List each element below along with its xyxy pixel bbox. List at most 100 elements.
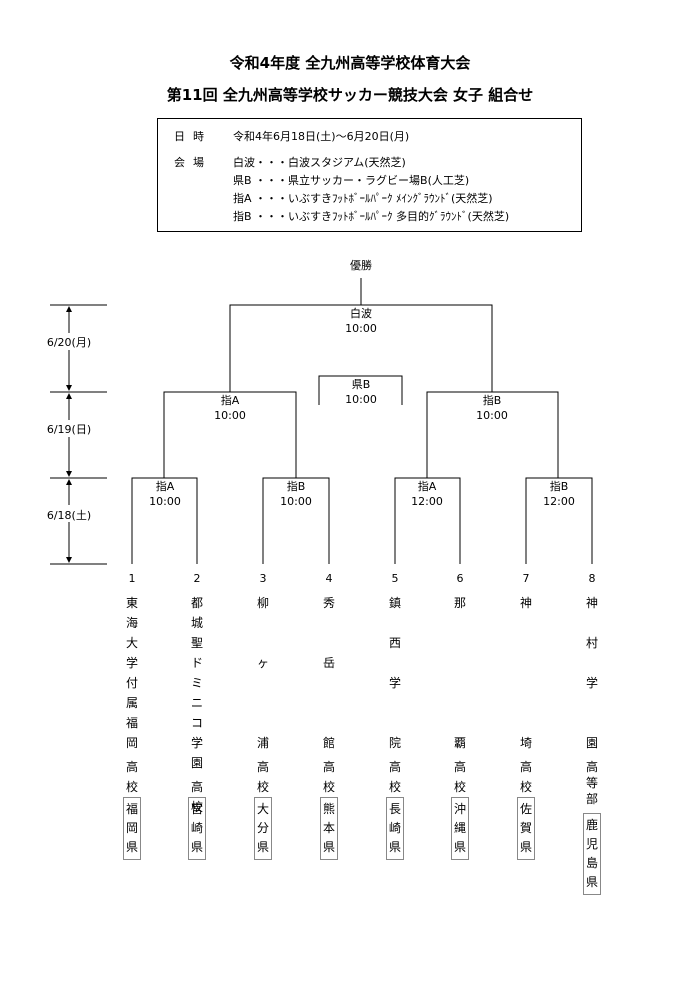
prefecture-box: 佐賀県 [517, 797, 535, 860]
team-name-char: 高 [585, 760, 598, 774]
date-value: 令和4年6月18日(土)～6月20日(月) [233, 130, 410, 143]
team-name-char: 高 [256, 760, 269, 774]
team-name-char: 学 [388, 676, 401, 690]
prefecture-char: 岡 [125, 821, 138, 835]
team-name-char: 属 [125, 696, 138, 710]
prefecture-box: 長崎県 [386, 797, 404, 860]
quarterfinal-bracket [131, 477, 198, 564]
team-name-char: 等 [585, 776, 598, 790]
team-name-char: ヶ [256, 656, 269, 670]
team-name-char: 覇 [453, 736, 466, 750]
venue-item: 県B ・・・県立サッカー・ラグビー場B(人工芝) [233, 174, 470, 187]
prefecture-char: 縄 [453, 821, 466, 835]
page-title: 令和4年度 全九州高等学校体育大会 [229, 54, 471, 72]
team-name-char: 校 [125, 780, 138, 794]
prefecture-char: 児 [585, 837, 598, 851]
date-label: 6/18(土) [47, 509, 91, 522]
arrowhead [66, 393, 72, 399]
team-name-char: 付 [125, 676, 138, 690]
team-name-char: 学 [190, 736, 203, 750]
prefecture-char: 熊 [322, 802, 335, 816]
team-name-char: 海 [125, 616, 138, 630]
arrowhead [66, 385, 72, 391]
team-name-char: 高 [322, 760, 335, 774]
team-name-char: 園 [190, 756, 203, 770]
team-name-char: ミ [190, 676, 203, 690]
quarterfinal-bracket [262, 477, 330, 564]
prefecture-char: 崎 [388, 821, 401, 835]
prefecture-box: 大分県 [254, 797, 272, 860]
team-number: 1 [129, 572, 136, 585]
team-name-char: 聖 [190, 636, 203, 650]
team-name-char: 高 [388, 760, 401, 774]
venue-item: 指B ・・・いぶすきﾌｯﾄﾎﾞｰﾙﾊﾟｰｸ 多目的ｸﾞﾗｳﾝﾄﾞ(天然芝) [233, 210, 510, 223]
venue-item: 白波・・・白波スタジアム(天然芝) [233, 156, 406, 169]
prefecture-box: 沖縄県 [451, 797, 469, 860]
team-name-char: 福 [125, 716, 138, 730]
prefecture-char: 福 [125, 802, 138, 816]
team-name-char: 院 [388, 736, 401, 750]
team-name-char: 高 [453, 760, 466, 774]
third-place-bracket [318, 375, 403, 405]
team-name-char: 校 [453, 780, 466, 794]
prefecture-char: 県 [256, 840, 269, 854]
prefecture-char: 県 [125, 840, 138, 854]
team-name-char: 都 [190, 596, 203, 610]
date-label: 6/20(月) [47, 336, 91, 349]
semifinal-time: 10:00 [476, 409, 508, 422]
team-name-char: 西 [388, 636, 401, 650]
team-name-char: 高 [519, 760, 532, 774]
team-name-char: 那 [453, 596, 466, 610]
team-name-char: 城 [190, 616, 203, 630]
team-name-char: 高 [190, 780, 203, 794]
quarterfinal-bracket [525, 477, 593, 564]
arrowhead [66, 557, 72, 563]
team-name-char: 岳 [322, 656, 335, 670]
team-name-char: ニ [190, 696, 203, 710]
prefecture-char: 長 [388, 802, 401, 816]
quarterfinal-time: 12:00 [543, 495, 575, 508]
venue-label: 会場 [174, 156, 212, 169]
quarterfinal-venue: 指A [418, 479, 437, 493]
team-name-char: 大 [125, 636, 138, 650]
prefecture-char: 賀 [519, 821, 532, 835]
team-name-char: 村 [585, 636, 598, 650]
arrowhead [66, 479, 72, 485]
team-name-char: 埼 [519, 736, 532, 750]
date-label: 6/19(日) [47, 423, 91, 436]
prefecture-char: 県 [190, 840, 203, 854]
team-name-char: 校 [190, 800, 203, 814]
prefecture-char: 本 [322, 821, 335, 835]
prefecture-char: 沖 [453, 802, 466, 816]
team-name-char: 館 [322, 736, 335, 750]
team-name-char: 秀 [322, 596, 335, 610]
team-name-char: 神 [519, 596, 532, 610]
prefecture-char: 宮 [190, 802, 203, 816]
quarterfinal-bracket [394, 477, 461, 564]
prefecture-box: 宮崎県 [188, 797, 206, 860]
team-name-char: 岡 [125, 736, 138, 750]
venue-item: 指A ・・・いぶすきﾌｯﾄﾎﾞｰﾙﾊﾟｰｸ ﾒｲﾝｸﾞﾗｳﾝﾄﾞ(天然芝) [233, 192, 493, 205]
final-time: 10:00 [345, 322, 377, 335]
third-place-time: 10:00 [345, 393, 377, 406]
prefecture-char: 分 [256, 821, 269, 835]
team-name-char: 神 [585, 596, 598, 610]
prefecture-char: 島 [585, 856, 598, 870]
team-name-char: ド [190, 656, 203, 670]
prefecture-char: 県 [585, 875, 598, 889]
prefecture-box: 鹿児島県 [583, 813, 601, 895]
semifinal-bracket [426, 391, 559, 478]
prefecture-char: 崎 [190, 821, 203, 835]
team-number: 8 [589, 572, 596, 585]
semifinal-bracket [163, 391, 297, 478]
team-number: 4 [326, 572, 333, 585]
team-name-char: 高 [125, 760, 138, 774]
team-name-char: 鎮 [388, 596, 401, 610]
team-number: 6 [457, 572, 464, 585]
team-name-char: 東 [125, 596, 138, 610]
page-subtitle: 第11回 全九州高等学校サッカー競技大会 女子 組合せ [166, 86, 534, 104]
team-name-char: 校 [256, 780, 269, 794]
team-name-char: コ [190, 716, 203, 730]
champion-label: 優勝 [350, 258, 372, 272]
